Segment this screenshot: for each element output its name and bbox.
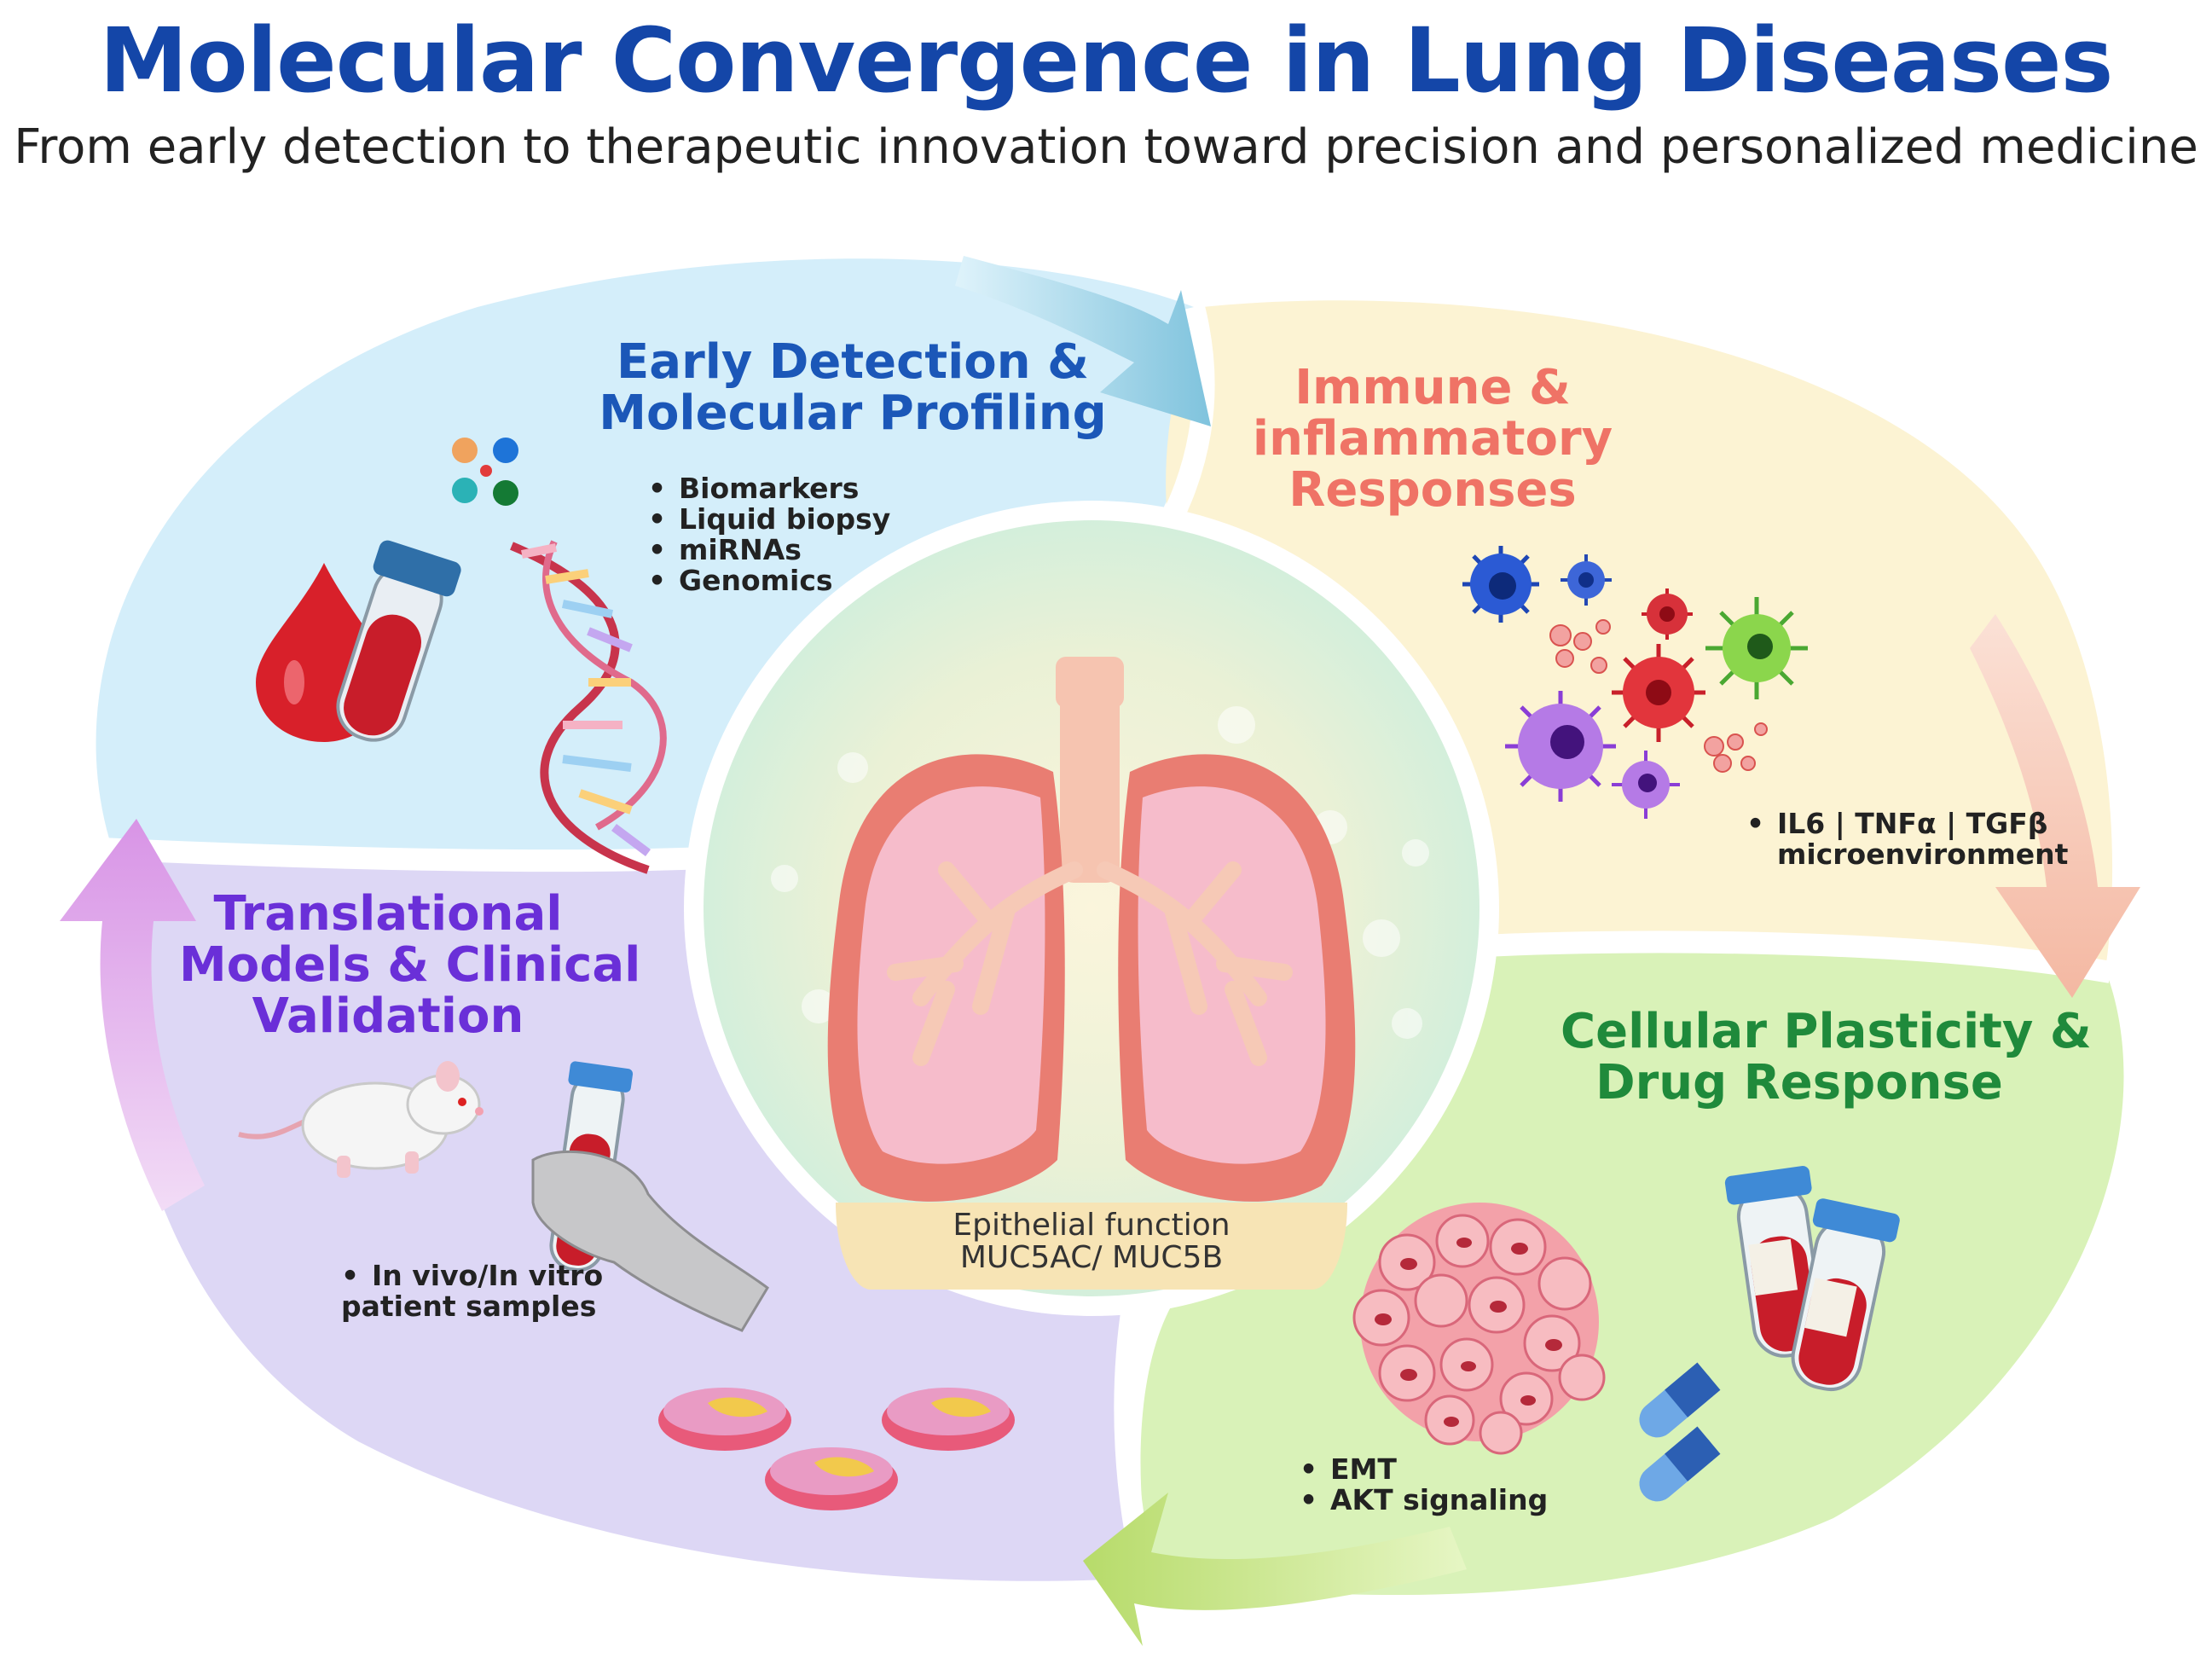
dna-helix-icon: [510, 540, 667, 874]
bullet-item: AKT signaling: [1300, 1485, 1548, 1516]
translational-bullets: In vivo/In vitro: [341, 1261, 603, 1291]
center-circle: [704, 520, 1479, 1296]
arrow-bottom: [1083, 1493, 1467, 1646]
immune-title-line: Immune &: [1294, 360, 1571, 415]
blood-tubes-icon: [1724, 1166, 1900, 1391]
bullet-item: Liquid biopsy: [648, 504, 890, 535]
translational-bullet-continuation: patient samples: [341, 1290, 597, 1323]
plasticity-title: Cellular Plasticity & Drug Response: [1561, 1004, 2092, 1110]
immune-title-line: inflammatory: [1252, 411, 1613, 467]
center-label: Epithelial function MUC5AC/ MUC5B: [878, 1209, 1305, 1274]
page-title: Molecular Convergence in Lung Diseases: [99, 9, 2114, 113]
mouse-icon: [238, 1061, 484, 1178]
center-label-line: MUC5AC/ MUC5B: [959, 1240, 1224, 1275]
center-label-banner: [836, 1203, 1347, 1290]
arrow-left: [60, 819, 205, 1211]
early-detection-bullets: Biomarkers Liquid biopsy miRNAs Genomics: [648, 473, 890, 596]
bullet-item: In vivo/In vitro: [341, 1261, 603, 1291]
arrow-top: [955, 256, 1211, 426]
center-label-line: Epithelial function: [953, 1208, 1230, 1243]
immune-title: Immune & inflammatory Responses: [1228, 362, 1637, 516]
bullet-item: Genomics: [648, 565, 890, 596]
gloved-hand-tube-icon: [531, 1061, 769, 1332]
bullet-item: Biomarkers: [648, 473, 890, 504]
translational-title-line: Models & Clinical: [179, 937, 641, 993]
immune-region: [1166, 300, 2113, 964]
translational-title: Translational Models & Clinical Validati…: [179, 886, 641, 1044]
capsule-icon: [1639, 1362, 1721, 1502]
page-subtitle: From early detection to therapeutic inno…: [14, 119, 2198, 175]
petri-dish-icon: [658, 1388, 1015, 1510]
bullet-item: IL6 | TNFα | TGFβ: [1746, 809, 2047, 839]
plasticity-bullets: EMT AKT signaling: [1300, 1454, 1548, 1516]
plasticity-title-line: Cellular Plasticity &: [1561, 1004, 2092, 1059]
cell-cluster-icon: [1352, 1203, 1606, 1455]
blood-tube-icon: [336, 540, 461, 742]
translational-title-line: Validation: [252, 988, 524, 1044]
early-detection-title: Early Detection & Molecular Profiling: [588, 337, 1117, 439]
early-detection-title-line: Molecular Profiling: [599, 386, 1107, 441]
early-detection-title-line: Early Detection &: [617, 334, 1089, 390]
bullet-item: miRNAs: [648, 535, 890, 565]
plasticity-region: [1140, 948, 2124, 1596]
immune-bullet-continuation: microenvironment: [1777, 838, 2069, 871]
immune-bullets: IL6 | TNFα | TGFβ: [1746, 809, 2047, 839]
plasticity-title-line: Drug Response: [1595, 1055, 2003, 1110]
immune-cells-icon: [1462, 546, 1808, 819]
bullet-item: EMT: [1300, 1454, 1548, 1485]
immune-title-line: Responses: [1288, 462, 1577, 518]
lungs-icon: [827, 657, 1356, 1202]
translational-title-line: Translational: [213, 886, 563, 942]
colored-dots-icon: [452, 438, 518, 506]
arrow-right: [1970, 614, 2140, 998]
